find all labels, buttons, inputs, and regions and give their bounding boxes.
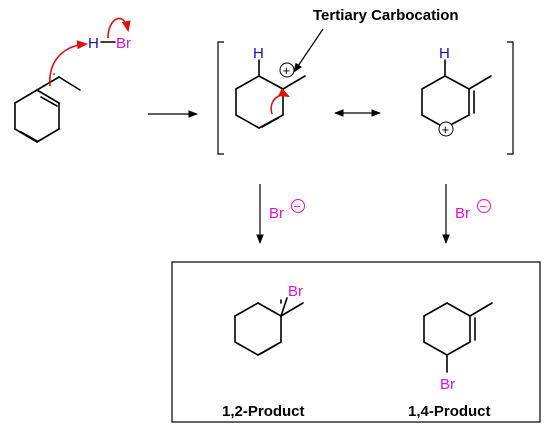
starting-diene-second-double-bond [20,131,38,142]
curly-arrow-pi-to-h [49,40,89,87]
product-12-label: 1,2-Product [222,403,305,420]
carbocation-structure-a [235,59,306,129]
reagent-br-label: Br [116,35,131,52]
positive-charge-b [438,121,454,137]
positive-charge-b-sign: + [442,122,450,137]
product-14-br-label: Br [440,376,455,393]
proton-label-b: H [439,45,450,62]
bromide-label-12: Br [269,205,284,222]
proton-label-a: H [253,45,264,62]
negative-charge-14 [477,199,491,213]
positive-charge-a-sign: + [283,63,291,78]
carbocation-structure-b [421,59,492,129]
products-box [171,261,541,423]
reagent-h-label: H [88,35,99,52]
negative-charge-12 [291,199,305,213]
starting-diene [14,73,81,143]
curly-arrow-bond-to-br [107,17,131,39]
product-14-structure [423,302,493,373]
negative-charge-14-sign: − [480,200,487,214]
right-bracket [507,41,514,155]
product-12-br-label: Br [288,283,303,300]
product-14-label: 1,4-Product [408,403,491,420]
annotation-arrow [293,28,324,73]
bromide-label-14: Br [455,205,470,222]
negative-charge-12-sign: − [294,200,301,214]
curly-arrow-resonance [270,87,291,115]
annotation-label: Tertiary Carbocation [313,7,459,24]
positive-charge-a [279,62,295,78]
left-bracket [217,41,224,155]
product-12-structure [234,297,304,356]
